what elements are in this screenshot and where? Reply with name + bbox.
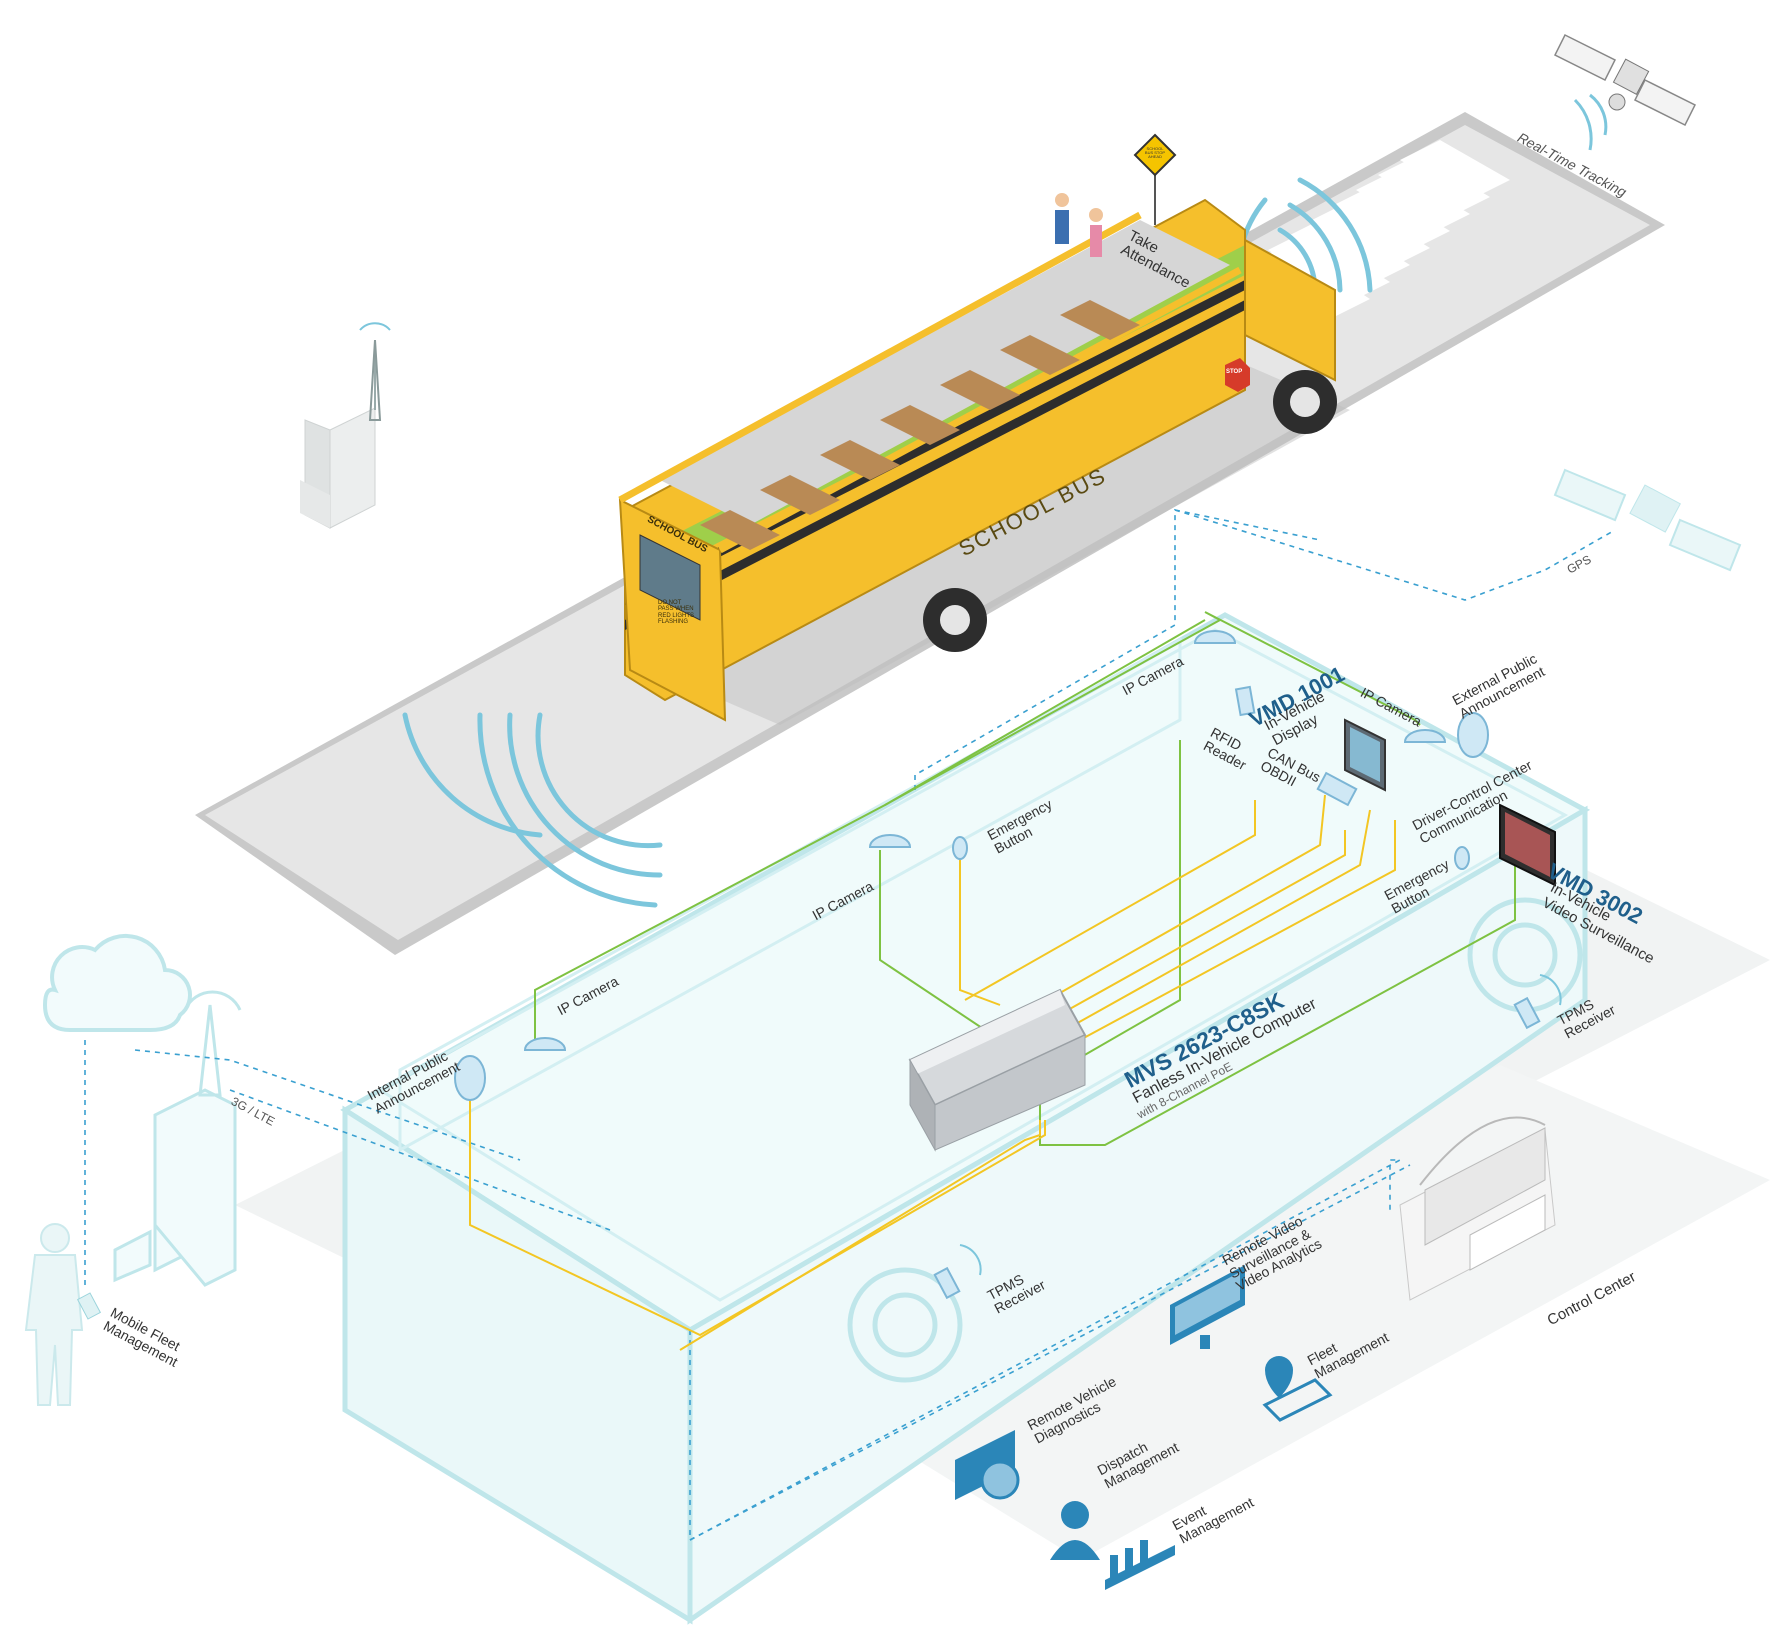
map-pin-icon xyxy=(1262,1356,1333,1422)
bus-yellow-sign-text: SCHOOL BUS STOP AHEAD xyxy=(1144,146,1166,160)
satellite-top-waves xyxy=(1573,93,1608,151)
ghost-window-row xyxy=(398,637,1182,1153)
bus-rear-warning: DO NOT PASS WHEN RED LIGHTS FLASHING xyxy=(658,600,695,625)
school-bus-illustration xyxy=(618,133,1350,725)
monitor-icon xyxy=(1170,1265,1245,1349)
cell-tower-top-icon xyxy=(300,322,391,529)
pa-speaker-icons xyxy=(454,712,1489,1101)
bus-stop-sign-text: STOP xyxy=(1226,369,1243,375)
emergency-button-icons xyxy=(952,836,1470,870)
cloud-icon xyxy=(42,933,192,1032)
mvs-computer-device xyxy=(908,988,1087,1152)
ghost-bus-outline xyxy=(340,612,1591,1625)
satellite-top-icon xyxy=(1553,33,1697,127)
bar-chart-icon xyxy=(1105,1540,1175,1590)
vmd3002-monitor-device xyxy=(1499,803,1556,887)
cell-tower-bottom-icon xyxy=(113,990,242,1287)
green-wires xyxy=(534,611,1516,1146)
yellow-wires xyxy=(469,794,1396,1351)
tpms-waves xyxy=(959,974,1562,1276)
tpms-receiver-icons xyxy=(933,996,1541,1300)
dashed-network-lines xyxy=(84,508,1616,1542)
vmd1001-display-device xyxy=(1344,718,1386,792)
diagnostics-icon xyxy=(955,1430,1020,1500)
phone-icon xyxy=(76,1292,102,1320)
rfid-reader-icon xyxy=(1234,685,1256,717)
person-silhouette xyxy=(24,1223,84,1406)
control-center-icon xyxy=(1399,1116,1556,1301)
headset-icon xyxy=(1050,1501,1100,1560)
ip-camera-icons xyxy=(523,630,1447,1051)
obdii-icon xyxy=(1316,771,1358,807)
satellite-gps-icon xyxy=(1553,468,1742,572)
signal-waves-rear xyxy=(402,712,663,908)
